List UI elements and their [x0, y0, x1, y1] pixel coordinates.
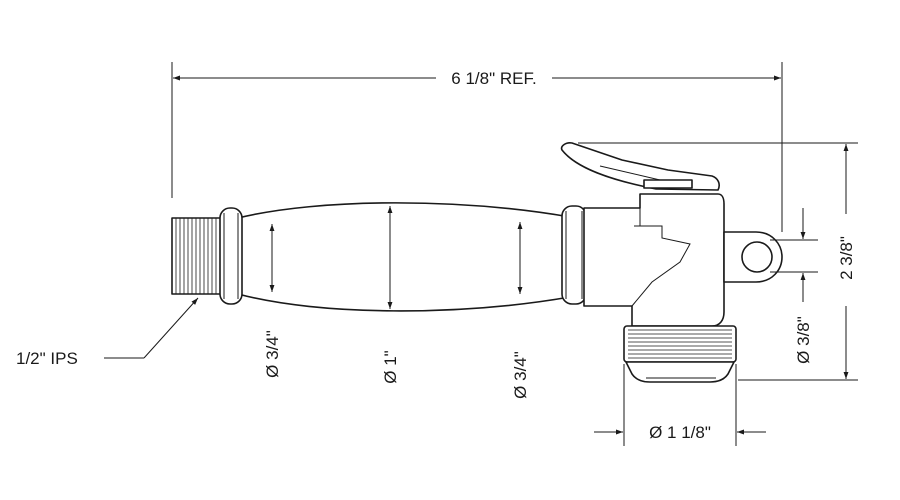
- diameter-right-label: Ø 3/4": [511, 351, 530, 399]
- dimension-overall-height: 2 3/8": [578, 142, 858, 381]
- overall-length-label: 6 1/8" REF.: [451, 69, 536, 88]
- nozzle-nut: [623, 325, 737, 363]
- dimension-overall-length: 6 1/8" REF.: [171, 62, 783, 232]
- dimension-nozzle-diameter: Ø 1 1/8": [594, 364, 766, 446]
- knurling: [628, 329, 732, 359]
- hanger-hole-label: Ø 3/8": [794, 316, 813, 364]
- connection-label: 1/2" IPS: [16, 349, 78, 368]
- left-ring: [219, 207, 243, 305]
- diameter-left-label: Ø 3/4": [263, 330, 282, 378]
- nozzle-diameter-label: Ø 1 1/8": [649, 423, 711, 442]
- overall-height-label: 2 3/8": [837, 236, 856, 280]
- valve-head: [583, 193, 725, 327]
- spray-handle-drawing: [171, 142, 783, 383]
- threaded-connector: [171, 217, 223, 295]
- spray-face: [625, 361, 735, 383]
- diameter-center-label: Ø 1": [381, 350, 400, 383]
- trigger-lever: [560, 142, 720, 191]
- callout-connection: 1/2" IPS: [16, 297, 199, 368]
- dimension-diameter-center: Ø 1": [381, 206, 400, 384]
- dimension-hanger-hole: Ø 3/8": [770, 208, 818, 364]
- dimension-diameter-left: Ø 3/4": [263, 224, 282, 378]
- hanger-hole: [741, 241, 773, 273]
- dimension-diameter-right: Ø 3/4": [511, 222, 530, 399]
